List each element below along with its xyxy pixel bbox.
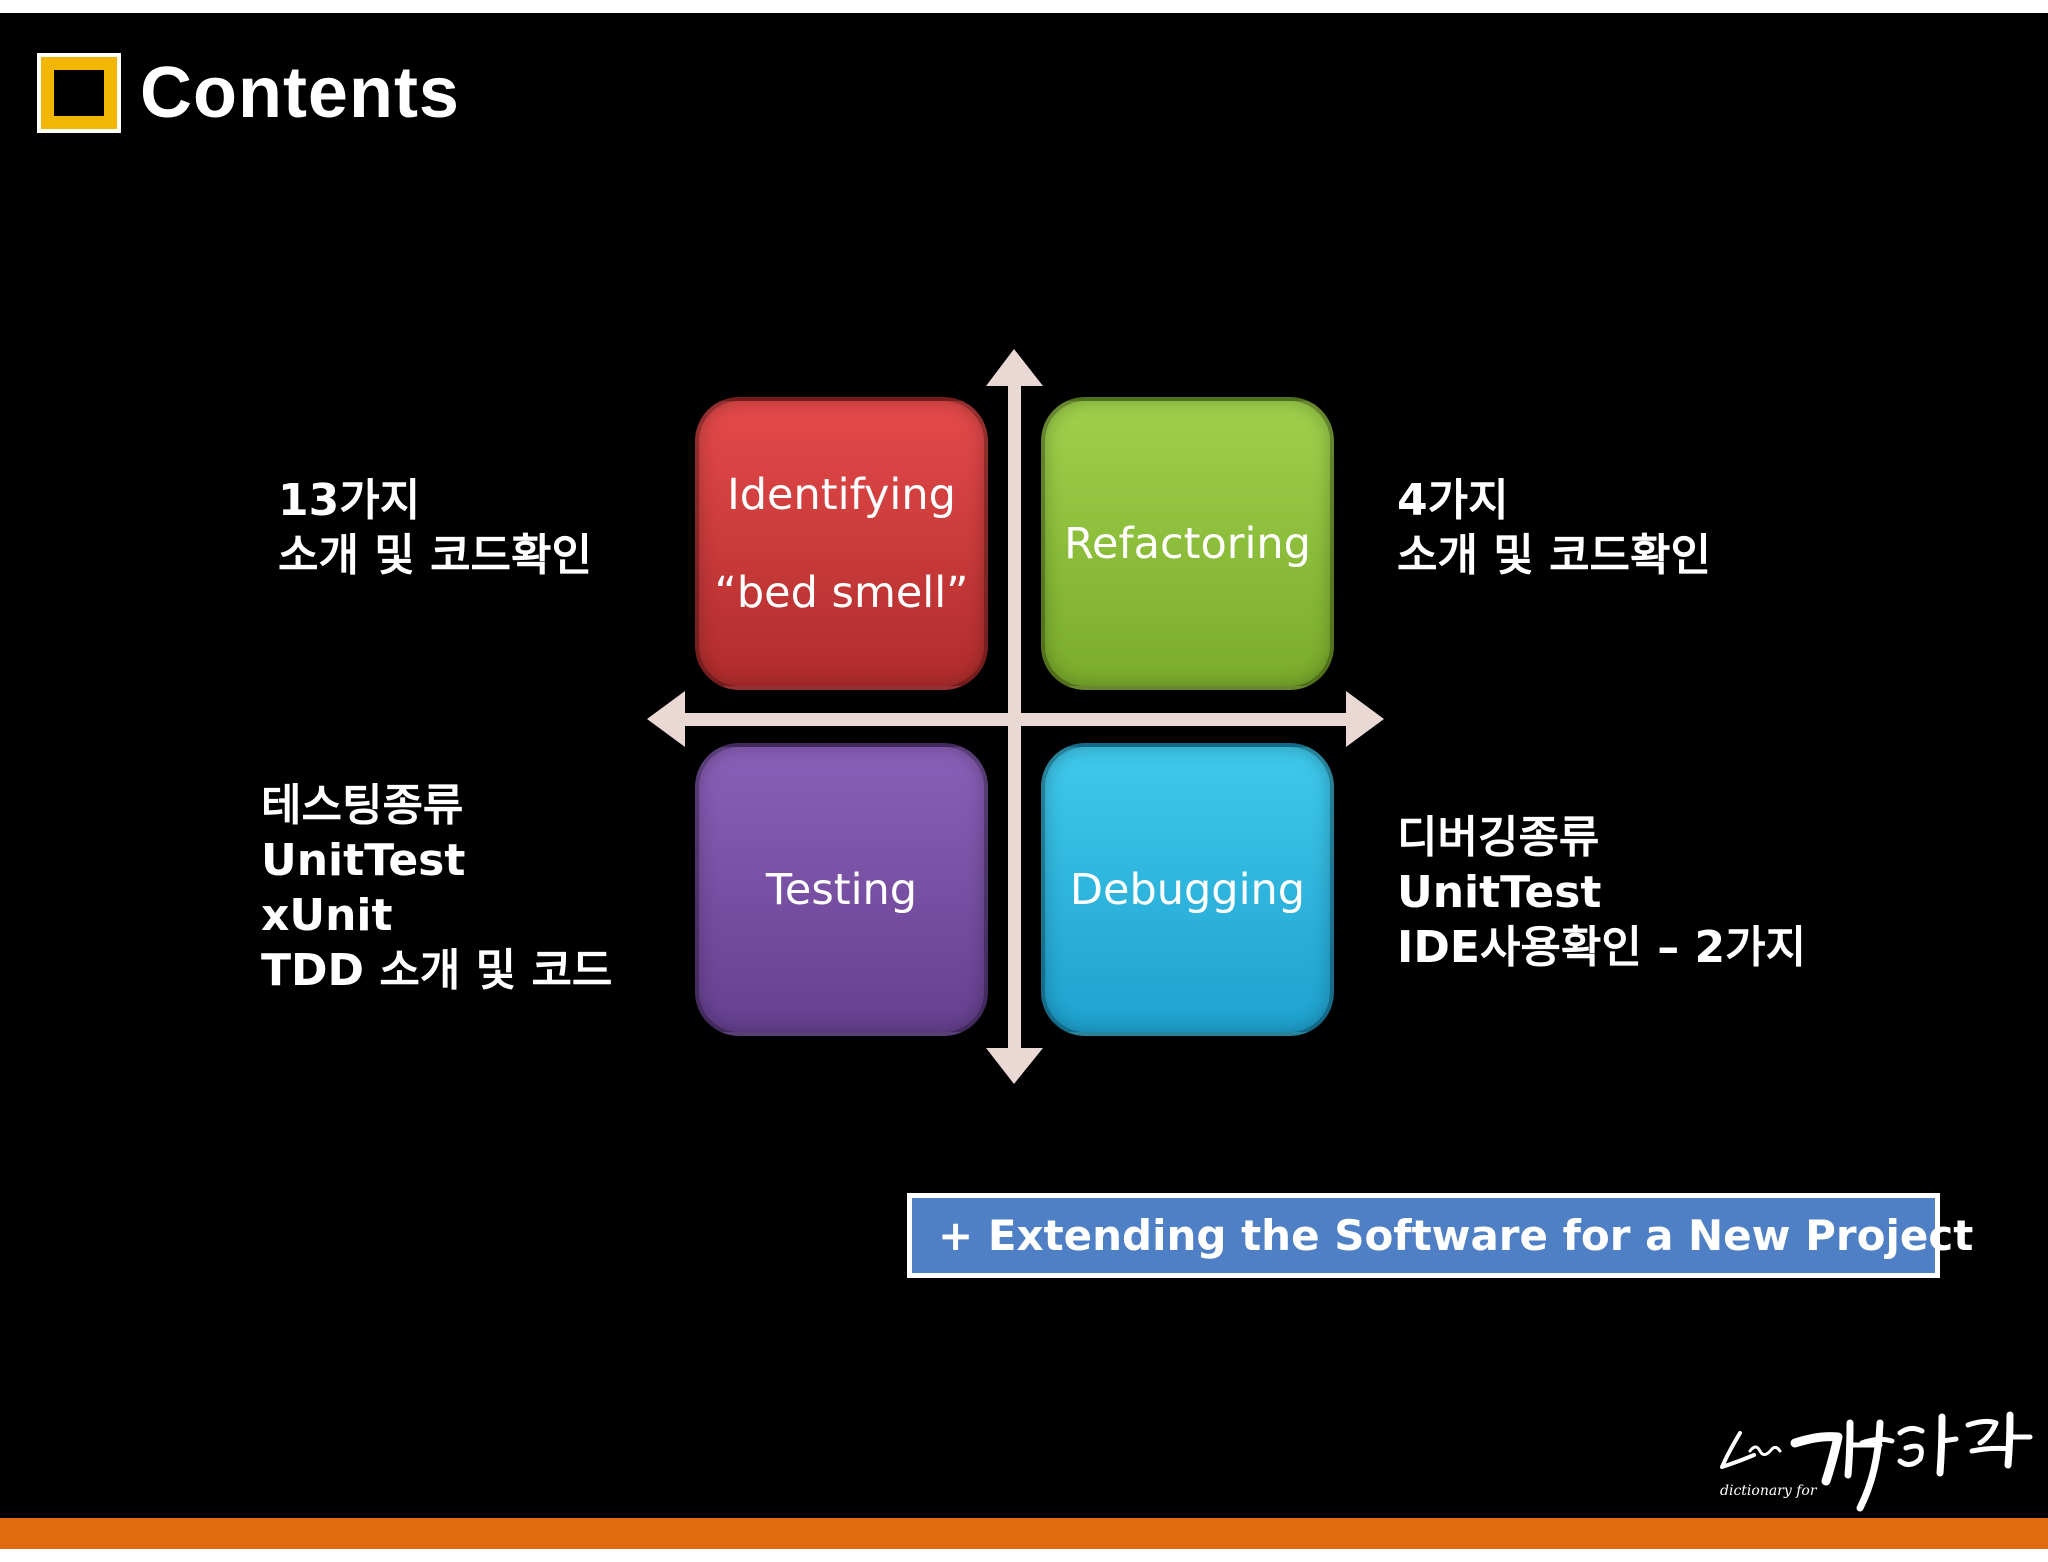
note-line: TDD 소개 및 코드 (261, 945, 613, 996)
title-square-inner (54, 70, 104, 116)
note-top-right: 4가지 소개 및 코드확인 (1397, 473, 1711, 583)
note-line: UnitTest (1397, 867, 1602, 918)
horizontal-axis (685, 713, 1350, 726)
quadrant-label: Refactoring (1064, 518, 1311, 569)
axis-arrow-right (1346, 691, 1384, 747)
note-line: xUnit (261, 890, 393, 941)
quadrant-refactoring: Refactoring (1041, 397, 1334, 690)
quadrant-label: Debugging (1069, 864, 1306, 915)
axis-arrow-up (986, 349, 1043, 386)
slide-title: Contents (140, 53, 460, 133)
svg-text:dictionary for: dictionary for (1720, 1483, 1818, 1499)
note-bottom-right: 디버깅종류 UnitTest IDE사용확인 – 2가지 (1397, 810, 1806, 975)
vertical-axis (1008, 385, 1021, 1068)
quadrant-identifying: Identifying “bed smell” (695, 397, 988, 690)
note-line: 13가지 (278, 475, 421, 526)
quadrant-label: Testing (765, 864, 918, 915)
footer-bar (0, 1518, 2048, 1549)
axis-arrow-down (986, 1048, 1043, 1084)
note-line: 디버깅종류 (1397, 812, 1600, 863)
logo: dictionary for (1720, 1411, 2033, 1512)
note-line: IDE사용확인 – 2가지 (1397, 922, 1807, 973)
note-line: 4가지 (1397, 475, 1509, 526)
note-line: 테스팅종류 (261, 780, 464, 831)
axis-arrow-left (647, 691, 685, 747)
note-top-left: 13가지 소개 및 코드확인 (278, 473, 592, 583)
quadrant-debugging: Debugging (1041, 743, 1334, 1036)
slide: Contents Identifying “bed smell” Refacto… (0, 13, 2048, 1549)
extension-banner: + Extending the Software for a New Proje… (907, 1193, 1973, 1278)
note-line: UnitTest (261, 835, 466, 886)
quadrant-axes (647, 349, 1384, 1084)
note-bottom-left: 테스팅종류 UnitTest xUnit TDD 소개 및 코드 (261, 778, 612, 998)
quadrant-label: “bed smell” (714, 567, 969, 618)
note-line: 소개 및 코드확인 (1397, 530, 1711, 581)
note-line: 소개 및 코드확인 (278, 530, 592, 581)
quadrant-testing: Testing (695, 743, 988, 1036)
quadrant-label: Identifying (727, 469, 956, 520)
title-square-icon (37, 53, 121, 133)
